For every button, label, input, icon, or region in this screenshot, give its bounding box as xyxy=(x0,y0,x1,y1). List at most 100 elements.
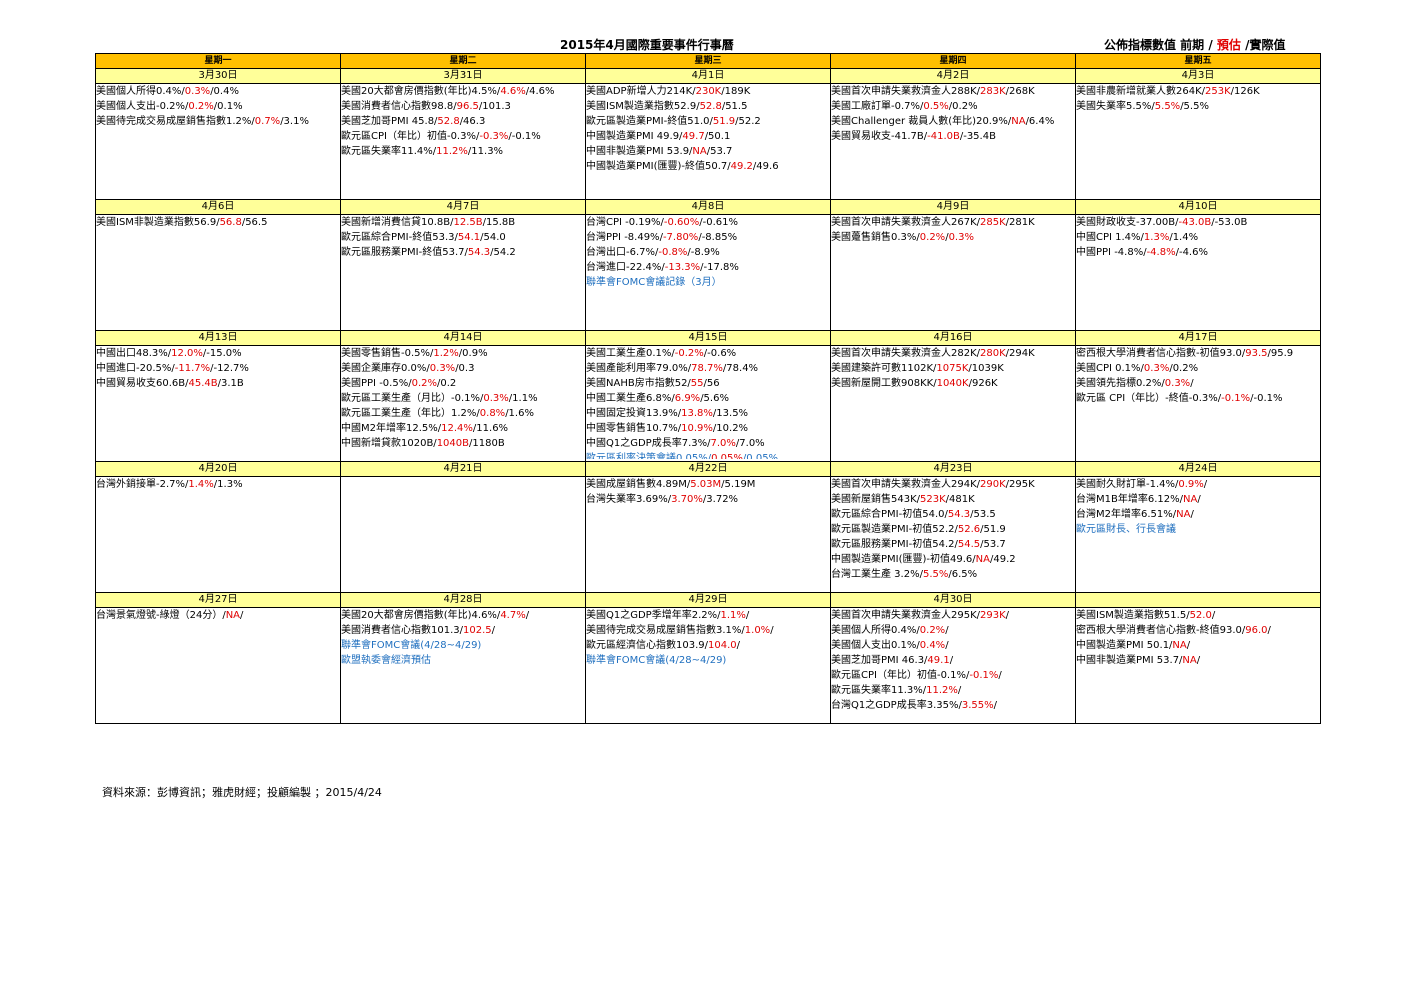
event-text: /-8.85% xyxy=(698,232,738,243)
day-cell: 台灣CPI -0.19%/-0.60%/-0.61%台灣PPI -8.49%/-… xyxy=(585,214,831,331)
estimate-value: 0.2% xyxy=(411,378,437,389)
event-text: 中國製造業PMI(匯豐)-終值50.7/ xyxy=(586,161,731,172)
event-text: /0.4% xyxy=(210,86,239,97)
event-text: / xyxy=(945,625,949,636)
event-text: 歐元區CPI（年比）初值-0.3%/ xyxy=(341,131,480,142)
event-text: /268K xyxy=(1005,86,1035,97)
event-text: 美國成屋銷售數4.89M/ xyxy=(586,479,691,490)
estimate-value: 56.8 xyxy=(219,217,242,228)
estimate-value: 52.6 xyxy=(957,524,981,535)
event-text: /0.2 xyxy=(436,378,457,389)
event-line: 聯準會FOMC會議記錄（3月） xyxy=(587,275,830,290)
estimate-value: 0.8% xyxy=(479,408,506,419)
event-text: 美國NAHB房市指數52/ xyxy=(586,378,691,389)
day-cell: 美國耐久財訂單-1.4%/0.9%/台灣M1B年增率6.12%/NA/台灣M2年… xyxy=(1075,476,1321,593)
event-text: / xyxy=(491,625,496,636)
event-line: 中國CPI 1.4%/1.3%/1.4% xyxy=(1077,230,1320,245)
estimate-value: 0.9% xyxy=(1178,479,1204,490)
event-text: 美國ISM製造業指數52.9/ xyxy=(586,101,700,112)
event-text: 台灣M2年增率6.51%/ xyxy=(1076,509,1177,520)
event-line: 歐元區綜合PMI-終值53.3/54.1/54.0 xyxy=(341,230,585,245)
event-text: /3.72% xyxy=(702,494,739,505)
event-line: 台灣CPI -0.19%/-0.60%/-0.61% xyxy=(587,216,830,231)
event-text: / xyxy=(1190,378,1194,389)
event-text: /49.2 xyxy=(989,554,1016,565)
estimate-value: 54.5 xyxy=(957,539,981,550)
event-text: 美國ADP新增人力214K/ xyxy=(586,86,696,97)
day-date: 4月7日 xyxy=(340,199,586,215)
event-text: 密西根大學消費者信心指數-終值93.0/ xyxy=(1076,625,1246,636)
event-text: /-4.6% xyxy=(1175,247,1208,258)
event-text: /-0.1% xyxy=(508,131,541,142)
event-text: /3.1B xyxy=(217,378,244,389)
event-line: 美國成屋銷售數4.89M/5.03M/5.19M xyxy=(586,478,830,493)
day-date: 4月21日 xyxy=(340,461,586,477)
event-text: / xyxy=(1005,610,1010,621)
event-text: /295K xyxy=(1005,479,1035,490)
event-line: 歐元區財長、行長會議 xyxy=(1077,522,1320,537)
event-line: 歐元區 CPI（年比）-終值-0.3%/-0.1%/-0.1% xyxy=(1077,391,1320,406)
event-text: /-17.8% xyxy=(700,262,739,273)
legend-suffix: /實際值 xyxy=(1245,38,1286,52)
estimate-value: 1040K xyxy=(936,378,969,389)
event-line: 中國非製造業PMI 53.9/NA/53.7 xyxy=(587,144,830,159)
event-text: /54.0 xyxy=(480,232,506,243)
estimate-value: NA xyxy=(1183,494,1198,505)
estimate-value: 5.5% xyxy=(1154,101,1181,112)
event-text: /95.9 xyxy=(1267,348,1294,359)
event-line: 台灣出口-6.7%/-0.8%/-8.9% xyxy=(587,245,830,260)
event-text: /1180B xyxy=(469,438,505,449)
estimate-value: 4.6% xyxy=(500,86,526,97)
event-line: 中國新增貸款1020B/1040B/1180B xyxy=(342,436,585,451)
event-line: 中國固定投資13.9%/13.8%/13.5% xyxy=(587,406,830,421)
event-text: /13.5% xyxy=(712,408,749,419)
weekday-header: 星期三 xyxy=(585,53,831,69)
estimate-value: 3.70% xyxy=(671,494,703,505)
event-text: 美國新屋開工數908KK/ xyxy=(831,378,937,389)
day-events: 中國出口48.3%/12.0%/-15.0%中國進口-20.5%/-11.7%/… xyxy=(96,347,340,460)
event-text: / xyxy=(1190,509,1194,520)
estimate-value: -43.0B xyxy=(1178,217,1212,228)
event-text: 美國消費者信心指數98.8/ xyxy=(341,101,457,112)
event-text: / xyxy=(1211,610,1216,621)
event-line: 歐元區服務業PMI-初值54.2/54.5/53.7 xyxy=(832,537,1075,552)
event-text: 美國芝加哥PMI 45.8/ xyxy=(341,116,438,127)
event-text: 歐元區服務業PMI-終值53.7/ xyxy=(341,247,468,258)
estimate-value: 1.3% xyxy=(1143,232,1170,243)
event-text: 歐元區製造業PMI-初值52.2/ xyxy=(831,524,958,535)
event-text: 中國出口48.3%/ xyxy=(96,348,172,359)
event-text: 歐元區綜合PMI-終值53.3/ xyxy=(341,232,458,243)
event-line: 密西根大學消費者信心指數-初值93.0/93.5/95.9 xyxy=(1077,347,1320,362)
event-text: /-12.7% xyxy=(210,363,249,374)
event-line: 中國進口-20.5%/-11.7%/-12.7% xyxy=(97,361,340,376)
event-text: 中國M2年增率12.5%/ xyxy=(341,423,442,434)
event-line: 美國首次申請失業救濟金人267K/285K/281K xyxy=(832,216,1075,231)
event-line: 美國首次申請失業救濟金人295K/293K/ xyxy=(832,609,1075,624)
estimate-value: 1.2% xyxy=(433,348,459,359)
event-line: 歐元區經濟信心指數103.9/104.0/ xyxy=(587,638,830,653)
event-text: 中國製造業PMI 50.1/ xyxy=(1076,640,1173,651)
estimate-value: 0.3% xyxy=(1164,378,1191,389)
event-line: 美國CPI 0.1%/0.3%/0.2% xyxy=(1077,361,1320,376)
meeting-text: 聯準會FOMC會議(4/28~4/29) xyxy=(341,640,482,651)
day-date xyxy=(1075,592,1321,608)
event-text: /11.3% xyxy=(467,146,504,157)
event-text: 美國Q1之GDP季增年率2.2%/ xyxy=(586,610,721,621)
estimate-value: 0.05% xyxy=(711,453,743,459)
estimate-value: -0.1% xyxy=(969,670,999,681)
event-line: 美國20大都會房價指數(年比)4.5%/4.6%/4.6% xyxy=(342,85,585,100)
event-line: 中國零售銷售10.7%/10.9%/10.2% xyxy=(587,421,830,436)
estimate-value: 12.4% xyxy=(441,423,473,434)
estimate-value: 5.03M xyxy=(690,479,722,490)
event-line: 美國個人支出-0.2%/0.2%/0.1% xyxy=(97,99,340,114)
event-text: /481K xyxy=(945,494,975,505)
weekday-header: 星期二 xyxy=(340,53,586,69)
estimate-value: 6.9% xyxy=(674,393,701,404)
